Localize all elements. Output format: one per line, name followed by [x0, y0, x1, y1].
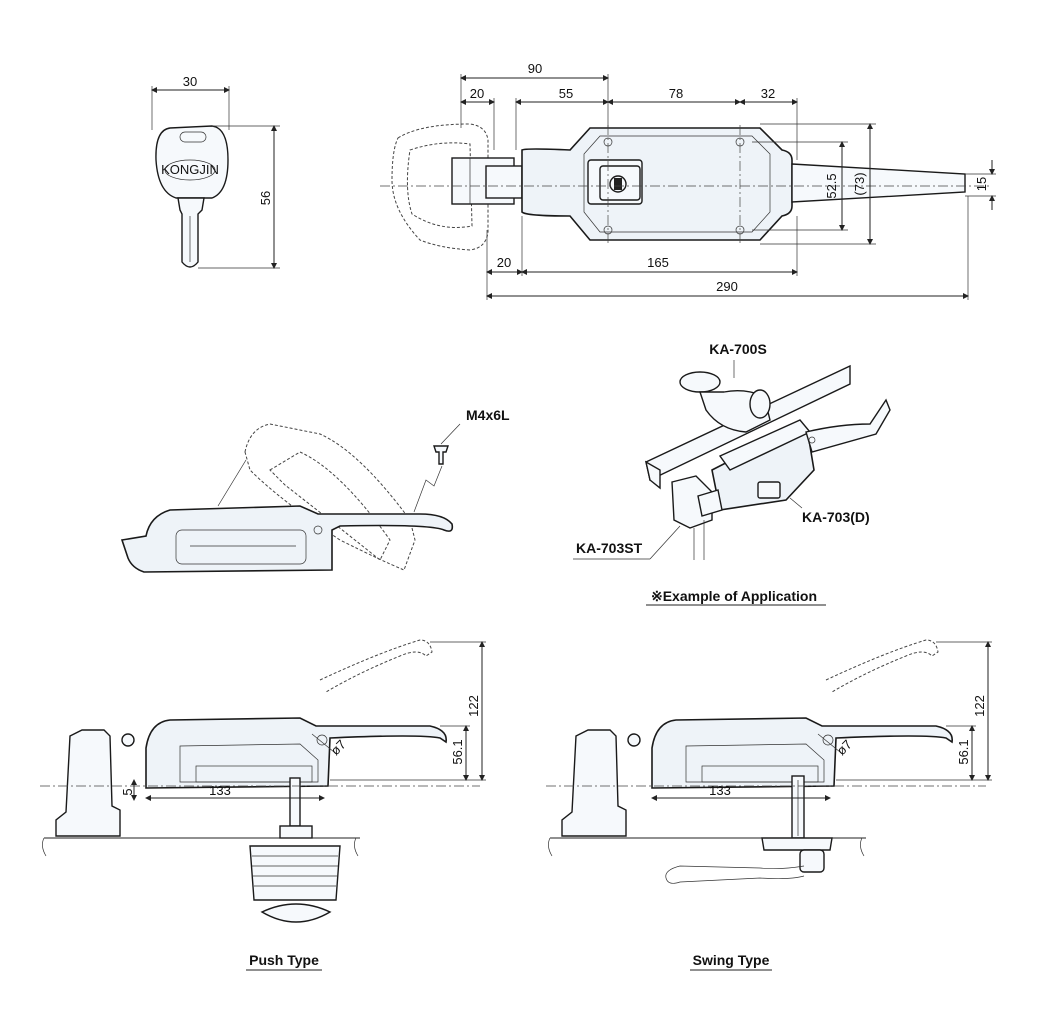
part-label-ka703d: KA-703(D) [802, 509, 870, 525]
dim-20-top: 20 [470, 86, 484, 101]
dim-55: 55 [559, 86, 573, 101]
dim-32: 32 [761, 86, 775, 101]
dim-15: 15 [974, 177, 989, 191]
dim-52-5: 52.5 [824, 173, 839, 198]
latch-side-view: M4x6L [120, 407, 510, 573]
application-caption: ※Example of Application [651, 588, 817, 604]
key-height-dim: 56 [258, 191, 273, 205]
push-type-view: 122 56.1 133 5 ø7 Push Type [40, 639, 486, 971]
part-label-ka700s: KA-700S [709, 341, 767, 357]
swing-dim-56-1: 56.1 [956, 739, 971, 764]
push-dim-56-1: 56.1 [450, 739, 465, 764]
key-brand: KONGJIN [161, 162, 219, 177]
swing-dim-133: 133 [709, 783, 731, 798]
swing-type-title: Swing Type [693, 952, 770, 968]
swing-type-view: 122 56.1 133 ø7 Swing Type [546, 639, 992, 971]
swing-dim-122: 122 [972, 695, 987, 717]
application-example: KA-700S KA-703(D) KA-703ST ※Example of A… [573, 341, 891, 606]
screw-label: M4x6L [466, 407, 510, 423]
dim-73: (73) [852, 172, 867, 195]
push-dim-122: 122 [466, 695, 481, 717]
push-dim-5: 5 [120, 788, 135, 795]
dim-290: 290 [716, 279, 738, 294]
dim-20-bottom: 20 [497, 255, 511, 270]
key-drawing: KONGJIN 30 56 [151, 74, 280, 269]
push-type-title: Push Type [249, 952, 319, 968]
key-width-dim: 30 [183, 74, 197, 89]
push-dim-133: 133 [209, 783, 231, 798]
dim-78: 78 [669, 86, 683, 101]
part-label-ka703st: KA-703ST [576, 540, 643, 556]
dim-165: 165 [647, 255, 669, 270]
latch-top-view: 90 20 55 78 32 52.5 (73) 15 20 1 [380, 61, 996, 300]
dim-90: 90 [528, 61, 542, 76]
